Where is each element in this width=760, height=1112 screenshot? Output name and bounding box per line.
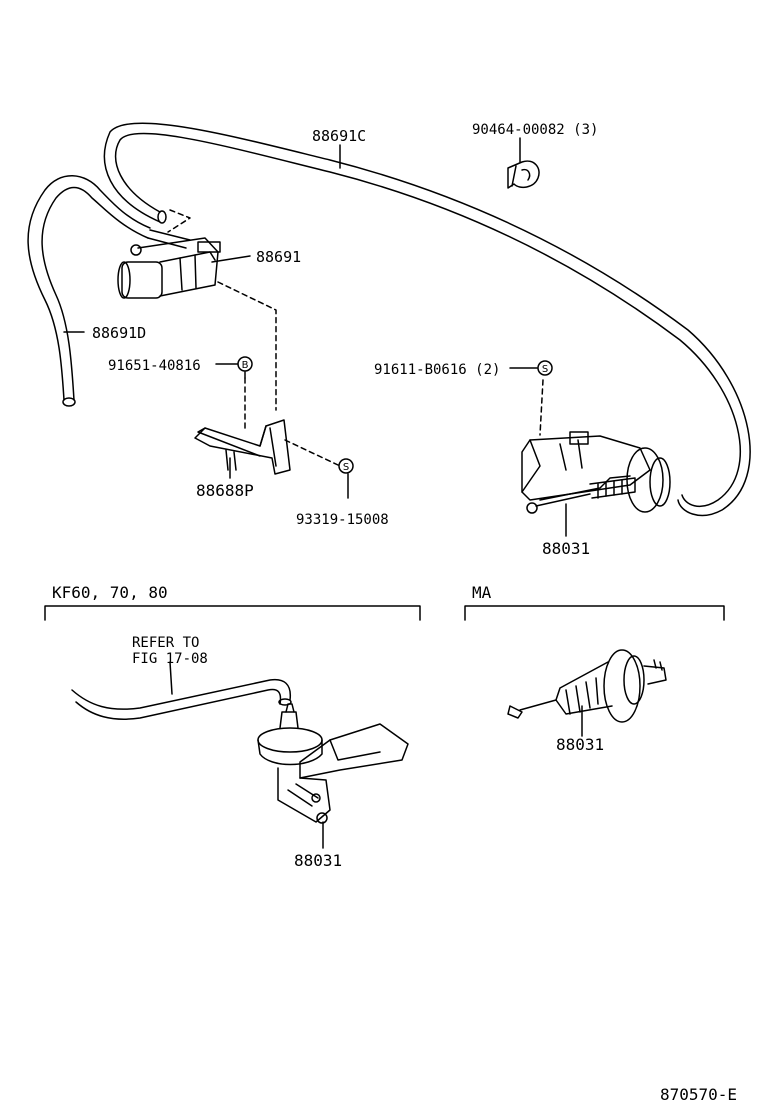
hose-88691c [103, 122, 751, 517]
symbol-s-text-2: S [343, 462, 349, 473]
label-91651-40816: 91651-40816 [108, 358, 201, 374]
leader-lines [63, 137, 583, 849]
label-88031-top: 88031 [542, 539, 590, 558]
label-91611-b0616: 91611-B0616 (2) [374, 362, 500, 378]
refer-to-line1: REFER TO [132, 635, 199, 651]
symbol-s-text-1: S [542, 364, 548, 375]
label-88031-kf: 88031 [294, 851, 342, 870]
actuator-88031-kf [257, 703, 409, 824]
label-88688p: 88688P [196, 481, 254, 500]
section-title-kf: KF60, 70, 80 [52, 583, 168, 602]
label-90464-00082: 90464-00082 (3) [472, 122, 598, 138]
section-bracket-kf [44, 605, 421, 621]
actuator-88031-top [521, 431, 671, 514]
label-88691c: 88691C [312, 127, 366, 145]
figure-code: 870570-E [660, 1085, 737, 1104]
label-88031-ma: 88031 [556, 735, 604, 754]
hose-kf-refer [71, 678, 292, 720]
bolt-b-symbol [237, 356, 253, 372]
label-88691d: 88691D [92, 324, 146, 342]
refer-to-line2: FIG 17-08 [132, 651, 208, 667]
vsv-88691 [117, 237, 221, 299]
symbol-b-text: B [242, 360, 249, 371]
bolt-s-symbol [537, 360, 553, 376]
section-bracket-ma [464, 605, 725, 621]
bracket-88688p [194, 419, 291, 475]
actuator-88031-ma [507, 649, 667, 723]
clamp-90464 [507, 160, 540, 189]
label-93319-15008: 93319-15008 [296, 512, 389, 528]
screw-s-symbol [338, 458, 354, 474]
guide-lines [167, 209, 544, 466]
hose-88691d [27, 175, 151, 407]
label-88691: 88691 [256, 248, 301, 266]
section-title-ma: MA [472, 583, 492, 602]
